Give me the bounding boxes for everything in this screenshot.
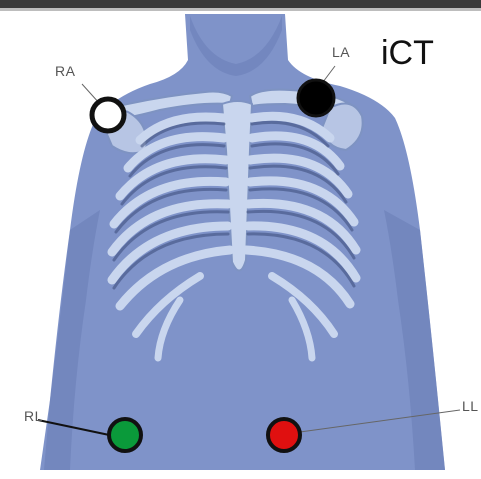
label-ll: LL	[462, 398, 479, 414]
electrode-la	[298, 80, 334, 116]
brand-label: iCT	[381, 34, 434, 73]
electrode-rl	[109, 419, 141, 451]
label-la: LA	[332, 44, 350, 60]
electrode-ra	[92, 99, 124, 131]
label-ra: RA	[55, 63, 75, 79]
label-rl: RL	[24, 408, 43, 424]
electrode-ll	[268, 419, 300, 451]
